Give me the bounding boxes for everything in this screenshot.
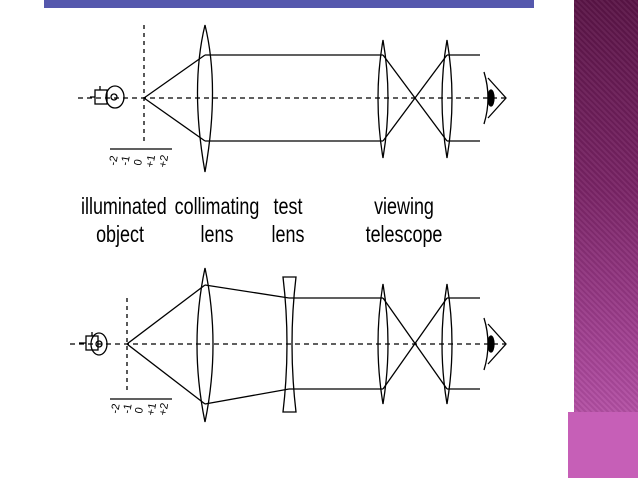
scale-tick-top-4: +2: [157, 154, 171, 168]
telescope-objective-bottom: [377, 283, 389, 405]
label-illuminated-object: illuminated object: [81, 192, 167, 248]
scale-tick-bottom-4: +2: [157, 402, 171, 416]
label-lens-collimating: lens: [200, 221, 234, 247]
eye-icon-top: [483, 71, 507, 125]
rays-bottom: [126, 284, 480, 405]
collimating-lens-bottom: [196, 267, 214, 423]
test-lens-bottom: [282, 276, 297, 413]
side-decoration-panel: [574, 0, 638, 478]
scale-tick-bottom-3: +1: [145, 402, 159, 416]
label-lens-test: lens: [271, 221, 305, 247]
top-setup: [78, 24, 507, 173]
rays-top: [143, 54, 480, 142]
label-test: test: [273, 193, 303, 219]
scale-tick-bottom-0: -2: [109, 403, 123, 415]
scale-tick-top-3: +1: [144, 154, 158, 168]
scale-tick-bottom-2: 0: [133, 406, 146, 414]
label-viewing: viewing: [374, 193, 434, 219]
scale-tick-top-0: -2: [107, 155, 121, 167]
scale-tick-top-2: 0: [132, 158, 145, 166]
bottom-setup: [70, 267, 507, 423]
telescope-objective-top: [377, 39, 389, 159]
label-collimating: collimating: [174, 193, 260, 219]
scale-tick-top-1: -1: [119, 155, 133, 167]
eye-icon-bottom: [483, 317, 507, 371]
top-accent-bar: [44, 0, 534, 8]
light-source-icon-top: [90, 85, 125, 109]
label-viewing-telescope: viewing telescope: [365, 192, 443, 248]
label-illuminated: illuminated: [81, 193, 167, 219]
label-telescope: telescope: [365, 221, 443, 247]
collimating-lens-top: [196, 24, 214, 173]
label-collimating-lens: collimating lens: [174, 192, 260, 248]
side-decoration-tab: [568, 412, 638, 478]
telescope-eyepiece-bottom: [441, 283, 453, 405]
light-source-icon-bottom: [79, 332, 108, 356]
label-test-lens: test lens: [269, 192, 308, 248]
scale-tick-bottom-1: -1: [121, 403, 135, 415]
telescope-eyepiece-top: [441, 39, 453, 159]
label-object: object: [96, 221, 144, 247]
